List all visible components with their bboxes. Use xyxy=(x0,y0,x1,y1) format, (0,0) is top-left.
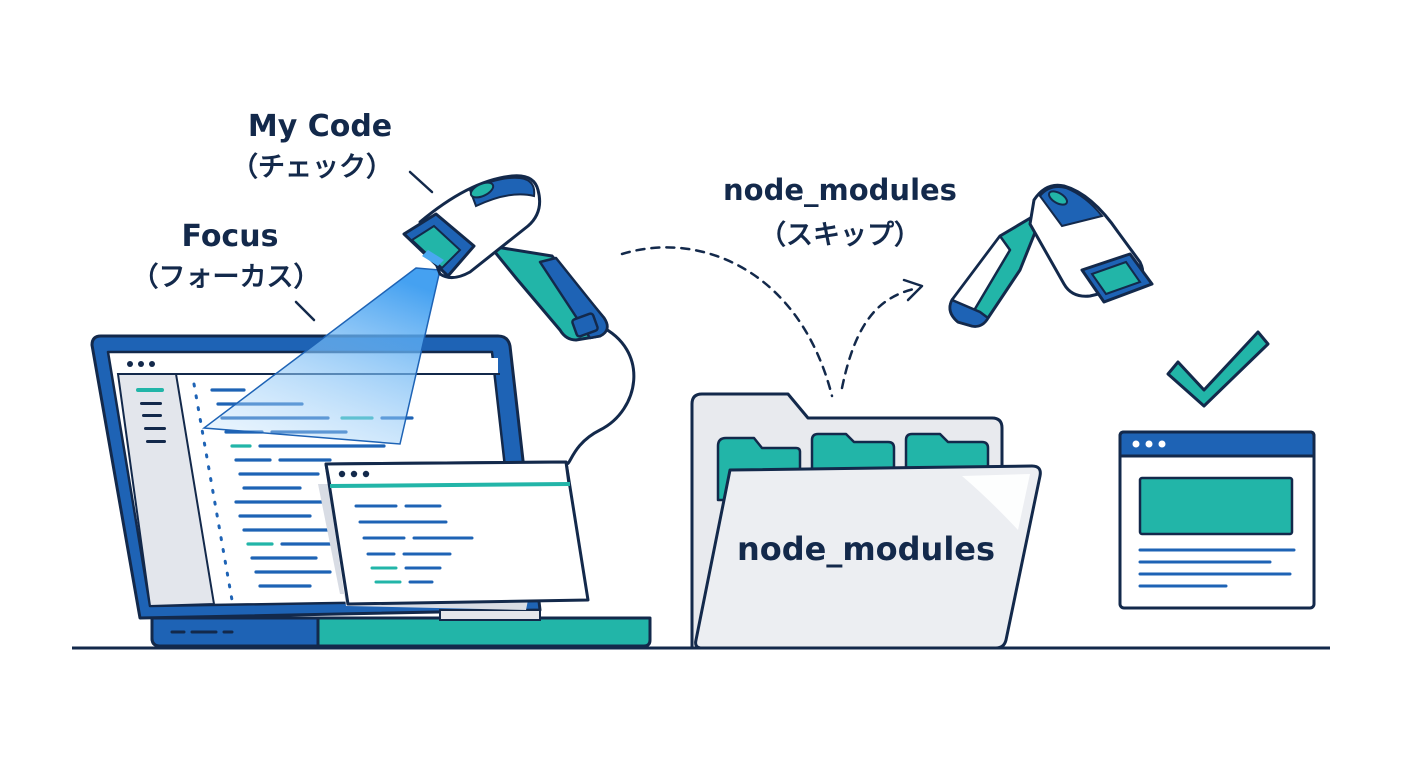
browser-window-icon xyxy=(1118,430,1316,610)
code-window-icon xyxy=(318,460,590,610)
focus-label: Focus xyxy=(182,219,279,254)
skip-arrow xyxy=(620,246,920,398)
folder-icon: node_modules xyxy=(690,392,1042,650)
my-code-sublabel: （チェック） xyxy=(231,152,393,183)
arrowhead xyxy=(902,278,924,302)
scan-beam xyxy=(201,267,441,445)
focus-sublabel: （フォーカス） xyxy=(132,262,321,293)
barcode-scanner-icon xyxy=(948,183,1154,328)
folder-label: node_modules xyxy=(737,530,995,568)
my-code-label: My Code xyxy=(248,109,392,144)
barcode-scanner-icon xyxy=(402,170,636,466)
sidebar-lines xyxy=(136,388,166,443)
node-modules-sublabel: （スキップ） xyxy=(759,220,921,251)
node-modules-label: node_modules xyxy=(723,173,957,207)
my-code-pointer xyxy=(408,170,434,194)
focus-pointer xyxy=(294,300,316,322)
checkmark-icon xyxy=(1166,330,1270,408)
